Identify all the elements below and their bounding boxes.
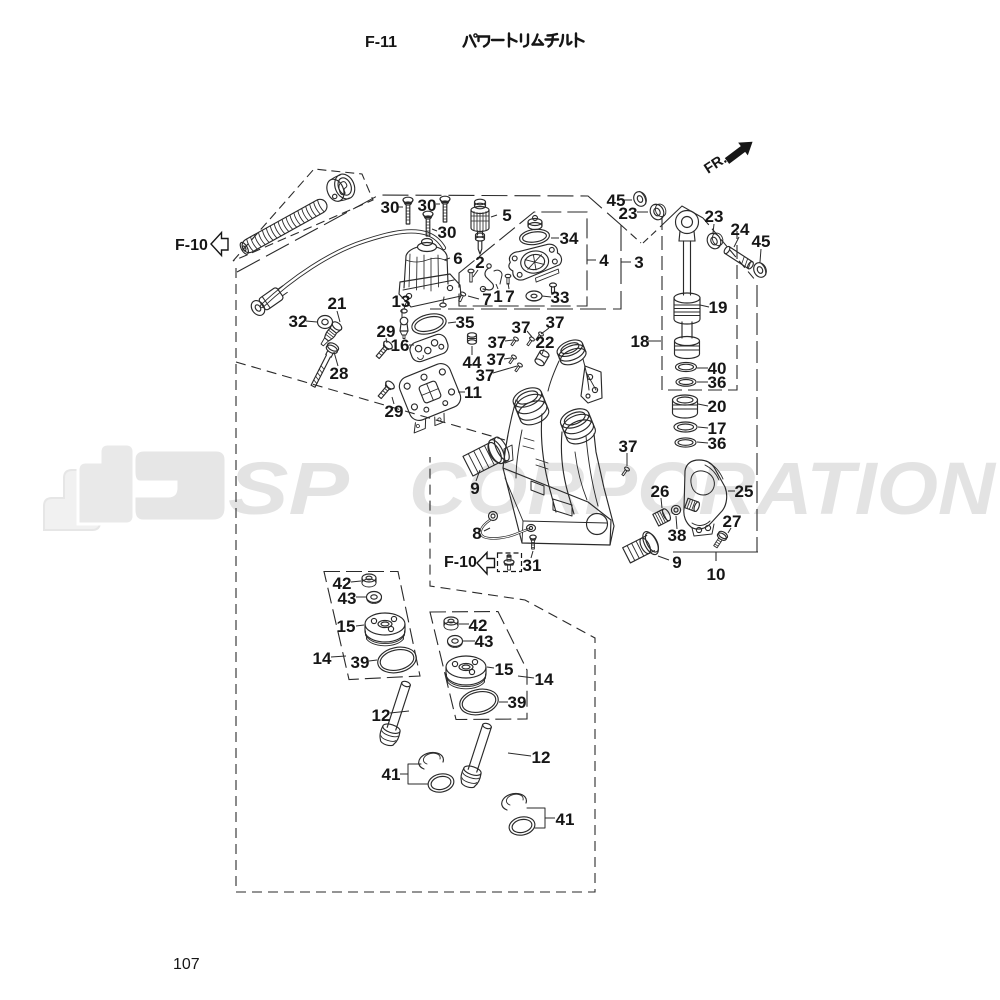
svg-text:SP: SP xyxy=(228,447,350,530)
svg-text:38: 38 xyxy=(668,526,687,545)
svg-text:36: 36 xyxy=(708,373,727,392)
svg-text:23: 23 xyxy=(619,204,638,223)
svg-text:8: 8 xyxy=(472,524,481,543)
svg-text:14: 14 xyxy=(313,649,332,668)
svg-text:22: 22 xyxy=(536,333,555,352)
svg-text:37: 37 xyxy=(488,333,507,352)
svg-text:42: 42 xyxy=(469,616,488,635)
svg-text:36: 36 xyxy=(708,434,727,453)
svg-text:12: 12 xyxy=(372,706,391,725)
svg-text:40: 40 xyxy=(708,359,727,378)
svg-text:42: 42 xyxy=(333,574,352,593)
svg-text:39: 39 xyxy=(508,693,527,712)
svg-text:30: 30 xyxy=(418,196,437,215)
svg-text:33: 33 xyxy=(551,288,570,307)
svg-text:30: 30 xyxy=(381,198,400,217)
svg-text:23: 23 xyxy=(705,207,724,226)
svg-text:21: 21 xyxy=(328,294,347,313)
svg-text:15: 15 xyxy=(337,617,356,636)
svg-text:F-10: F-10 xyxy=(175,237,208,254)
svg-text:37: 37 xyxy=(619,437,638,456)
svg-text:45: 45 xyxy=(607,191,626,210)
svg-text:4: 4 xyxy=(599,251,609,270)
svg-text:F-11: F-11 xyxy=(365,34,397,51)
svg-text:11: 11 xyxy=(464,383,482,402)
svg-text:12: 12 xyxy=(532,748,551,767)
svg-text:25: 25 xyxy=(735,482,754,501)
svg-text:1: 1 xyxy=(493,287,502,306)
svg-text:18: 18 xyxy=(631,332,650,351)
svg-text:29: 29 xyxy=(385,402,404,421)
svg-text:15: 15 xyxy=(495,660,514,679)
svg-text:2: 2 xyxy=(475,253,484,272)
svg-text:29: 29 xyxy=(377,322,396,341)
svg-text:35: 35 xyxy=(456,313,475,332)
svg-text:7: 7 xyxy=(505,287,514,306)
svg-text:17: 17 xyxy=(708,419,727,438)
svg-text:39: 39 xyxy=(351,653,370,672)
svg-text:37: 37 xyxy=(546,313,565,332)
svg-text:41: 41 xyxy=(382,765,401,784)
svg-text:41: 41 xyxy=(556,810,575,829)
svg-text:19: 19 xyxy=(709,298,728,317)
svg-text:43: 43 xyxy=(338,589,357,608)
svg-text:7: 7 xyxy=(482,290,491,309)
svg-text:37: 37 xyxy=(487,350,506,369)
svg-text:13: 13 xyxy=(392,292,411,311)
svg-text:34: 34 xyxy=(560,229,579,248)
svg-text:28: 28 xyxy=(330,364,349,383)
svg-text:44: 44 xyxy=(463,353,482,372)
svg-text:F-10: F-10 xyxy=(444,554,477,571)
svg-text:45: 45 xyxy=(752,232,771,251)
svg-text:20: 20 xyxy=(708,397,727,416)
svg-text:107: 107 xyxy=(173,956,200,973)
svg-text:5: 5 xyxy=(502,206,511,225)
svg-text:43: 43 xyxy=(475,632,494,651)
svg-text:27: 27 xyxy=(723,512,742,531)
svg-text:26: 26 xyxy=(651,482,670,501)
svg-text:31: 31 xyxy=(523,556,542,575)
svg-text:30: 30 xyxy=(438,223,457,242)
svg-text:6: 6 xyxy=(453,249,462,268)
svg-text:37: 37 xyxy=(476,366,495,385)
svg-text:10: 10 xyxy=(707,565,726,584)
svg-text:24: 24 xyxy=(731,220,750,239)
svg-text:32: 32 xyxy=(289,312,308,331)
svg-text:14: 14 xyxy=(535,670,554,689)
svg-text:37: 37 xyxy=(512,318,531,337)
svg-text:3: 3 xyxy=(634,253,643,272)
svg-text:9: 9 xyxy=(470,479,479,498)
svg-text:16: 16 xyxy=(391,336,410,355)
svg-text:9: 9 xyxy=(672,553,681,572)
